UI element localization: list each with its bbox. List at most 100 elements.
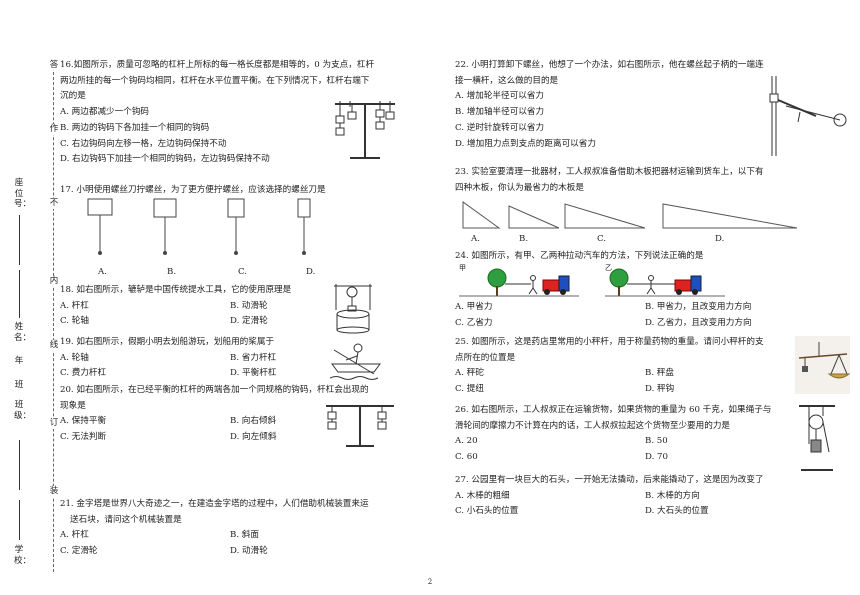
question-text: 送石块，请问这个机械装置是 [70,514,182,525]
option-b[interactable]: B. [167,267,177,277]
question-text: 21. 金字塔是世界八大奇迹之一，在建造金字塔的过程中，人们借助机械装置来运 [60,499,369,509]
option-c[interactable]: C. 右边钩码向左移一格，左边钩码保持不动 [60,138,227,149]
option-a[interactable]: A. 木棒的粗细 [455,490,510,501]
class-unit: 班 [14,380,24,390]
option-d[interactable]: D. 秤钩 [645,384,675,395]
question-24-options: A. 甲省力 B. 甲省力，且改变用力方向 C. 乙省力 D. 乙省力，且改变用… [455,302,835,328]
question-text: 19. 如右图所示，假期小明去划船游玩，划船用的桨属于 [60,337,275,347]
option-b[interactable]: B. 木棒的方向 [645,490,700,501]
option-c[interactable]: C. [238,267,248,277]
option-c[interactable]: C. 无法判断 [60,432,107,443]
option-c[interactable]: C. 轮轴 [60,316,89,327]
question-19: 19. 如右图所示，假期小明去划船游玩，划船用的桨属于 A. 轮轴 B. 省力杆… [60,337,400,379]
option-c[interactable]: C. 小石头的位置 [455,506,519,517]
class-line [19,440,20,490]
car-pull-figure-b: 乙 [605,264,725,298]
option-a[interactable]: A. 保持平衡 [60,416,107,427]
option-c[interactable]: C. 费力杆杠 [60,368,107,379]
question-text: 四种木板，你认为最省力的木板是 [455,182,584,193]
option-b[interactable]: B. 增加轴半径可以省力 [455,107,545,118]
option-c[interactable]: C. 定滑轮 [60,546,98,557]
option-c[interactable]: C. 60 [455,452,478,463]
screwdriver-figure [80,196,340,276]
question-16: 16.如图所示，质量可忽略的杠杆上所标的每一格长度都是相等的，0 为支点，杠杆 … [60,60,374,165]
option-d[interactable]: D. 70 [645,452,668,463]
question-24: 24. 如图所示，有甲、乙两种拉动汽车的方法，下列说法正确的是 [455,251,703,262]
question-27: 27. 公园里有一块巨大的石头，一开始无法撬动，后来能撬动了，这是因为改变了 A… [455,475,835,517]
page-number: 2 [427,578,433,586]
question-text: 27. 公园里有一块巨大的石头，一开始无法撬动，后来能撬动了，这是因为改变了 [455,475,764,485]
option-b[interactable]: B. 两边的钩码下各加挂一个相同的钩码 [60,122,210,133]
binding-word: 线 [49,340,59,351]
option-d[interactable]: D. 右边钩码下加挂一个相同的钩码，左边钩码保持不动 [60,154,270,165]
binding-word: 内 [49,276,59,287]
school-label: 学校： [14,545,32,566]
binding-word: 作 [49,124,59,135]
option-d[interactable]: D. 增加阻力点到支点的距离可以省力 [455,138,596,149]
option-d[interactable]: D. 定滑轮 [230,316,268,327]
option-a[interactable]: A. [471,234,480,244]
question-text: 22. 小明打算卸下螺丝，他想了一个办法，如右图所示，他在螺丝起子柄的一端连 [455,60,764,70]
question-17: 17. 小明使用螺丝刀拧螺丝，为了更方便拧螺丝，应该选择的螺丝刀是 [60,185,326,196]
windlass-well-figure [330,280,378,334]
option-c[interactable]: C. 乙省力 [455,317,493,328]
question-20: 20. 如右图所示，在已经平衡的杠杆的两端各加一个同规格的钩码，杆杠会出现的 现… [60,385,400,443]
lever-weights-figure [330,96,400,166]
grade-unit: 年 [14,356,24,366]
option-b[interactable]: B. 斜面 [230,530,259,541]
option-b[interactable]: B. 向右倾斜 [230,416,277,427]
binding-margin: 答 作 不 内 线 订 装 座位号： 姓名： 年 班 班级： 学校： [0,0,60,595]
balanced-lever-figure [322,400,398,454]
option-a[interactable]: A. [98,267,107,277]
option-d[interactable]: D. 向左倾斜 [230,432,277,443]
option-d[interactable]: D. [715,234,725,244]
question-text: 现象是 [60,400,86,411]
question-text: 23. 实验室要清理一批器材，工人叔叔准备借助木板把器材运输到货车上，以下有 [455,167,764,177]
binding-word: 装 [49,486,59,497]
option-a[interactable]: A. 杆杠 [60,300,89,311]
question-text: 16.如图所示，质量可忽略的杠杆上所标的每一格长度都是相等的，0 为支点，杠杆 [60,60,375,70]
option-d[interactable]: D. [306,267,316,277]
option-a[interactable]: A. 两边都减少一个钩码 [60,107,150,118]
question-text: 25. 如图所示，这是药店里常用的小秤杆，用于称量药物的重量。请问小秤杆的支 [455,337,764,347]
option-a[interactable]: A. 杆杠 [60,530,89,541]
question-26: 26. 如右图所示，工人叔叔正在运输货物，如果货物的重量为 60 千克，如果绳子… [455,405,835,463]
option-b[interactable]: B. 秤盘 [645,368,674,379]
name-label: 姓名： [14,322,32,343]
option-b[interactable]: B. 甲省力，且改变用力方向 [645,302,752,312]
school-line [19,500,20,540]
question-text: 点所在的位置是 [455,352,516,363]
binding-word: 不 [49,198,59,209]
figure-label-jia: 甲 [459,264,466,272]
option-d[interactable]: D. 平衡杆杠 [230,368,277,379]
option-d[interactable]: D. 大石头的位置 [645,506,709,517]
option-d[interactable]: D. 乙省力，且改变用力方向 [645,317,752,328]
option-a[interactable]: A. 增加轮半径可以省力 [455,91,545,102]
question-18: 18. 如右图所示，辘轳是中国传统提水工具，它的使用原理是 A. 杆杠 B. 动… [60,285,400,327]
question-25: 25. 如图所示，这是药店里常用的小秤杆，用于称量药物的重量。请问小秤杆的支 点… [455,337,835,395]
question-text: 20. 如右图所示，在已经平衡的杠杆的两端各加一个同规格的钩码，杆杠会出现的 [60,385,369,395]
question-text: 两边所挂的每一个钩码均相同，杠杆在水平位置平衡。在下列情况下，杠杆右端下 [60,75,370,86]
figure-label-yi: 乙 [605,264,612,272]
option-c[interactable]: C. 提纽 [455,384,484,395]
steelyard-scale-figure [795,336,850,394]
option-a[interactable]: A. 甲省力 [455,302,493,312]
rowing-boat-figure [330,340,382,384]
option-a[interactable]: A. 轮轴 [60,352,89,363]
option-d[interactable]: D. 动滑轮 [230,546,268,557]
option-b[interactable]: B. 省力杆杠 [230,352,277,363]
pulley-system-figure [797,404,837,474]
question-21: 21. 金字塔是世界八大奇迹之一，在建造金字塔的过程中，人们借助机械装置来运 送… [60,499,400,557]
option-b[interactable]: B. 动滑轮 [230,300,268,311]
question-23: 23. 实验室要清理一批器材，工人叔叔准备借助木板把器材运输到货车上，以下有 四… [455,167,764,193]
question-text: 24. 如图所示，有甲、乙两种拉动汽车的方法，下列说法正确的是 [455,251,704,261]
option-b[interactable]: B. 50 [645,436,668,447]
option-a[interactable]: A. 秤砣 [455,368,484,379]
question-text: 滑轮间的摩擦力不计算在内的话，工人叔叔拉起这个货物至少要用的力是 [455,420,731,431]
option-a[interactable]: A. 20 [455,436,478,447]
option-c[interactable]: C. 逆时针旋转可以省力 [455,122,545,133]
option-b[interactable]: B. [519,234,529,244]
car-pull-figure-a: 甲 [459,264,579,298]
option-c[interactable]: C. [597,234,607,244]
question-text: 沉的是 [60,91,86,102]
